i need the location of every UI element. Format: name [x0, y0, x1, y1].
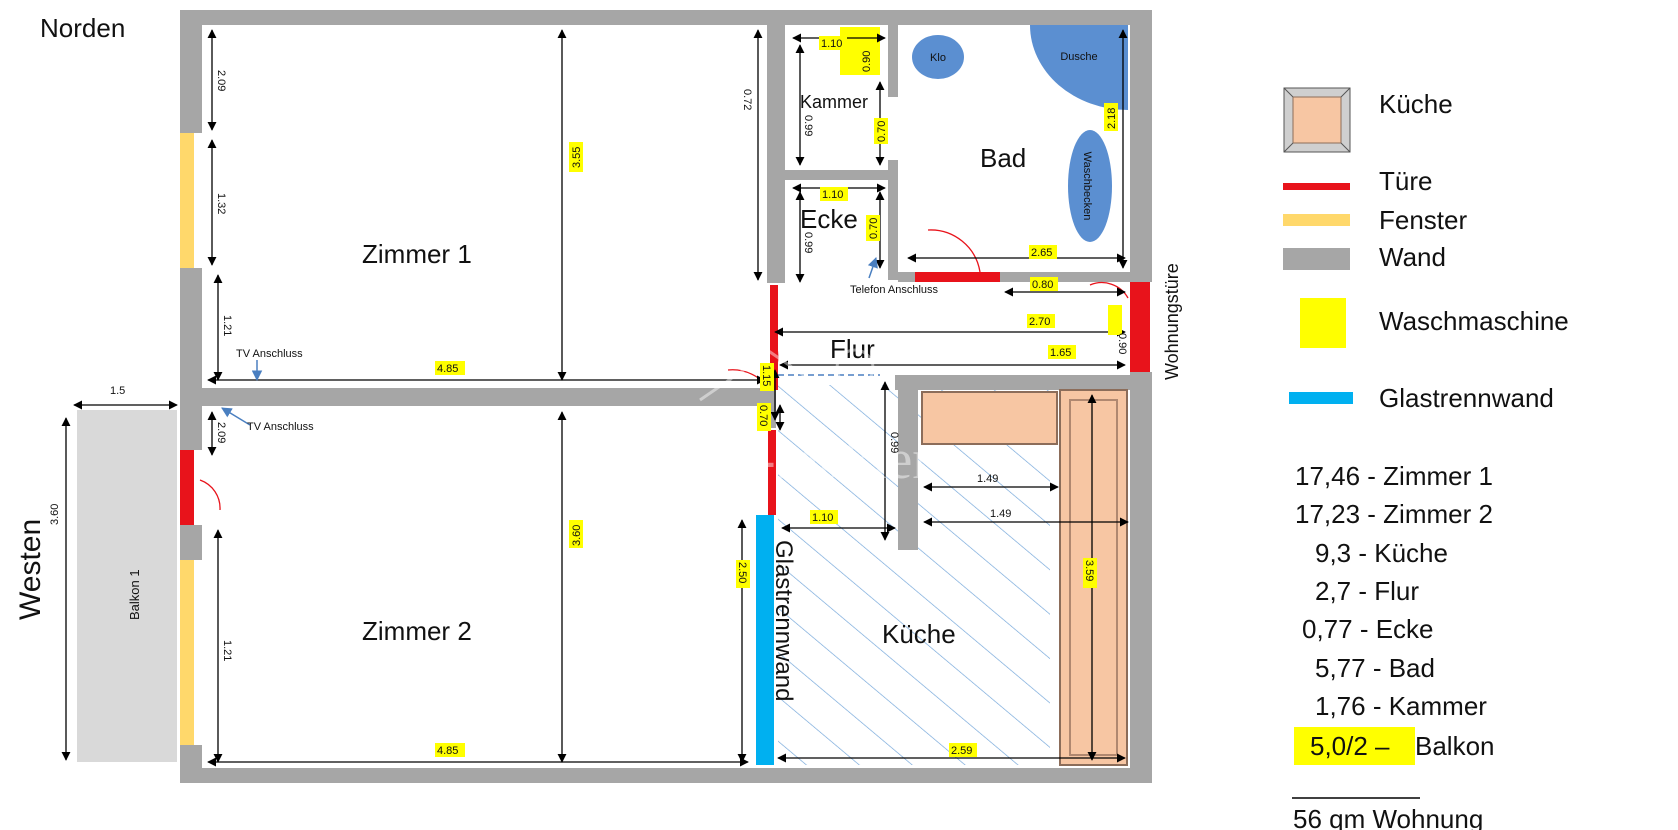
svg-text:Telefon Anschluss: Telefon Anschluss — [850, 284, 939, 296]
svg-text:3.59: 3.59 — [1083, 560, 1095, 581]
svg-text:1.21: 1.21 — [221, 640, 233, 661]
room-zimmer2: Zimmer 2 — [362, 616, 472, 646]
room-bad: Bad — [980, 143, 1026, 173]
svg-text:3.55: 3.55 — [571, 147, 583, 168]
svg-text:4.85: 4.85 — [437, 745, 458, 757]
window-zimmer1 — [180, 133, 194, 268]
svg-text:4.85: 4.85 — [437, 363, 458, 375]
room-kueche: Küche — [882, 619, 956, 649]
watermark: ohne-makler — [648, 348, 931, 491]
svg-text:5,0/2 –: 5,0/2 – — [1310, 731, 1390, 761]
svg-text:2,7 - Flur: 2,7 - Flur — [1315, 576, 1419, 606]
glass-partition — [756, 515, 774, 765]
kitchen-counter-top — [921, 391, 1058, 445]
svg-text:TV Anschluss: TV Anschluss — [236, 348, 303, 360]
svg-text:2.65: 2.65 — [1031, 247, 1052, 259]
svg-text:1.15: 1.15 — [760, 365, 772, 386]
compass-north: Norden — [40, 13, 125, 43]
svg-text:0.90: 0.90 — [1116, 333, 1128, 354]
toilet — [912, 35, 964, 79]
svg-text:1.65: 1.65 — [1050, 347, 1071, 359]
highlighted-dimension-labels: 3.55 4.85 1.10 0.90 0.70 1.10 0.70 2.18 … — [435, 36, 1128, 757]
svg-text:1,76 - Kammer: 1,76 - Kammer — [1315, 691, 1487, 721]
svg-text:Waschbecken: Waschbecken — [1081, 152, 1093, 221]
svg-text:Klo: Klo — [930, 52, 946, 64]
svg-text:1.10: 1.10 — [822, 189, 843, 201]
svg-text:0,77 - Ecke: 0,77 - Ecke — [1302, 614, 1434, 644]
room-ecke: Ecke — [800, 204, 858, 234]
shower — [1030, 25, 1128, 110]
svg-text:0.99: 0.99 — [802, 115, 814, 136]
svg-text:17,46 - Zimmer 1: 17,46 - Zimmer 1 — [1295, 461, 1493, 491]
door-entrance — [1130, 282, 1150, 372]
plain-dimension-labels: 2.09 1.32 1.21 0.72 0.99 0.99 1.5 3.60 2… — [49, 70, 1011, 661]
svg-text:1.10: 1.10 — [812, 512, 833, 524]
svg-text:0.70: 0.70 — [868, 218, 880, 239]
area-list: 17,46 - Zimmer 1 17,23 - Zimmer 2 9,3 - … — [1292, 461, 1495, 830]
svg-text:1.21: 1.21 — [221, 315, 233, 336]
glastrennwand-label: Glastrennwand — [770, 540, 797, 701]
svg-text:3.60: 3.60 — [571, 525, 583, 546]
total-area: 56 qm Wohnung — [1293, 804, 1483, 830]
svg-text:0.90: 0.90 — [861, 51, 873, 72]
svg-text:0.99: 0.99 — [888, 432, 900, 453]
svg-text:0.99: 0.99 — [802, 232, 814, 253]
room-flur: Flur — [830, 334, 875, 364]
svg-text:2.59: 2.59 — [951, 745, 972, 757]
svg-text:1.32: 1.32 — [215, 193, 227, 214]
svg-text:Türe: Türe — [1379, 166, 1432, 196]
window-zimmer2 — [180, 560, 194, 745]
svg-text:0.70: 0.70 — [876, 121, 888, 142]
svg-text:0.72: 0.72 — [741, 89, 753, 110]
door-flur — [770, 285, 778, 390]
svg-text:17,23 - Zimmer 2: 17,23 - Zimmer 2 — [1295, 499, 1493, 529]
door-kueche — [768, 430, 776, 515]
svg-text:Dusche: Dusche — [1060, 51, 1097, 63]
svg-text:2.18: 2.18 — [1106, 108, 1118, 129]
balcony — [77, 410, 177, 762]
compass-west: Westen — [14, 519, 47, 620]
svg-text:1.5: 1.5 — [110, 385, 125, 397]
svg-text:Küche: Küche — [1379, 89, 1453, 119]
svg-text:Fenster: Fenster — [1379, 205, 1467, 235]
svg-text:9,3 - Küche: 9,3 - Küche — [1315, 538, 1448, 568]
svg-text:1.49: 1.49 — [977, 473, 998, 485]
svg-text:2.50: 2.50 — [736, 562, 748, 583]
washbasin — [1068, 130, 1112, 242]
svg-text:2.09: 2.09 — [215, 70, 227, 91]
svg-text:Waschmaschine: Waschmaschine — [1379, 306, 1569, 336]
svg-text:Balkon: Balkon — [1415, 731, 1495, 761]
connection-annotations: TV Anschluss TV Anschluss Telefon Anschl… — [221, 257, 939, 433]
svg-text:0.70: 0.70 — [757, 405, 769, 426]
room-zimmer1: Zimmer 1 — [362, 239, 472, 269]
svg-text:2.09: 2.09 — [215, 422, 227, 443]
svg-text:0.80: 0.80 — [1032, 279, 1053, 291]
svg-text:Glastrennwand: Glastrennwand — [1379, 383, 1554, 413]
walls — [180, 10, 1152, 783]
svg-text:5,77 - Bad: 5,77 - Bad — [1315, 653, 1435, 683]
svg-text:1.10: 1.10 — [821, 38, 842, 50]
door-zimmer2 — [180, 450, 194, 525]
washing-machine — [840, 27, 880, 75]
svg-text:3.60: 3.60 — [49, 504, 61, 525]
svg-text:Wand: Wand — [1379, 242, 1446, 272]
svg-text:2.70: 2.70 — [1029, 316, 1050, 328]
balcony-label: Balkon 1 — [127, 569, 142, 620]
room-kammer: Kammer — [800, 92, 868, 112]
svg-text:ohne-makler: ohne-makler — [648, 429, 931, 491]
legend: Küche Türe Fenster Wand Waschmaschine Gl… — [1283, 87, 1569, 413]
svg-text:1.49: 1.49 — [990, 508, 1011, 520]
svg-text:TV Anschluss: TV Anschluss — [247, 421, 314, 433]
wohnungstuere-label: Wohnungstüre — [1162, 263, 1182, 380]
door-bad — [915, 272, 1000, 282]
